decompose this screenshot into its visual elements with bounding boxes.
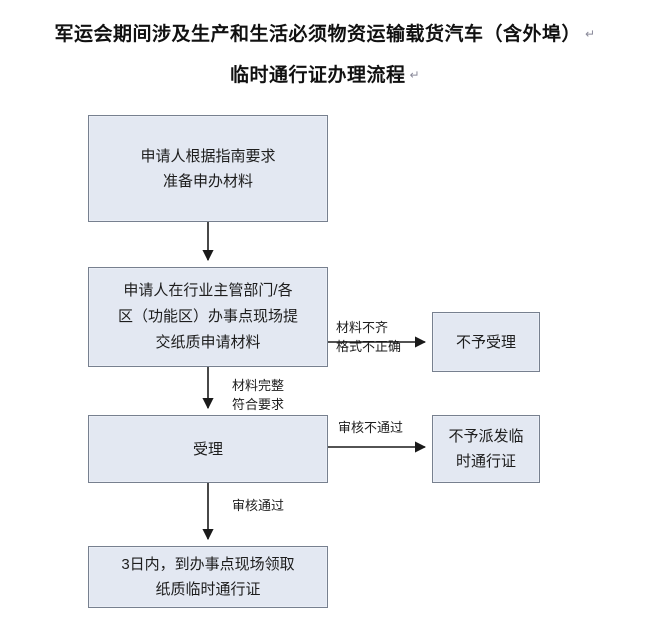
node-accept-case: 受理 — [88, 415, 328, 483]
title-line-2-text: 临时通行证办理流程 — [229, 65, 406, 86]
node-collect-permit: 3日内，到办事点现场领取 纸质临时通行证 — [88, 546, 328, 608]
node-submit-paper-application: 申请人在行业主管部门/各 区（功能区）办事点现场提 交纸质申请材料 — [88, 267, 328, 367]
node-accept-case-label: 受理 — [192, 440, 223, 458]
edge-label-materials-complete: 材料完整 符合要求 — [232, 378, 285, 412]
node-submit-paper-application-label: 申请人在行业主管部门/各 区（功能区）办事点现场提 交纸质申请材料 — [117, 282, 298, 351]
node-collect-permit-label: 3日内，到办事点现场领取 纸质临时通行证 — [121, 556, 295, 598]
page-title: 军运会期间涉及生产和生活必须物资运输载货汽车（含外埠）↵ 临时通行证办理流程↵ — [0, 14, 650, 96]
node-permit-not-issued: 不予派发临 时通行证 — [432, 415, 540, 483]
title-line-2-return-mark: ↵ — [409, 68, 421, 82]
node-permit-not-issued-label: 不予派发临 时通行证 — [448, 428, 524, 470]
title-line-1-text: 军运会期间涉及生产和生活必须物资运输载货汽车（含外埠） — [54, 24, 581, 45]
title-line-1: 军运会期间涉及生产和生活必须物资运输载货汽车（含外埠）↵ — [0, 14, 650, 55]
title-line-2: 临时通行证办理流程↵ — [0, 55, 650, 96]
edge-label-materials-incomplete: 材料不齐 格式不正确 — [336, 320, 402, 354]
edge-label-review-passed: 审核通过 — [232, 498, 285, 513]
node-prepare-materials: 申请人根据指南要求 准备申办材料 — [88, 115, 328, 222]
node-not-accepted: 不予受理 — [432, 312, 540, 372]
title-line-1-return-mark: ↵ — [584, 27, 596, 41]
edge-label-review-failed: 审核不通过 — [338, 420, 404, 435]
node-not-accepted-label: 不予受理 — [455, 333, 516, 351]
node-prepare-materials-label: 申请人根据指南要求 准备申办材料 — [140, 147, 276, 190]
